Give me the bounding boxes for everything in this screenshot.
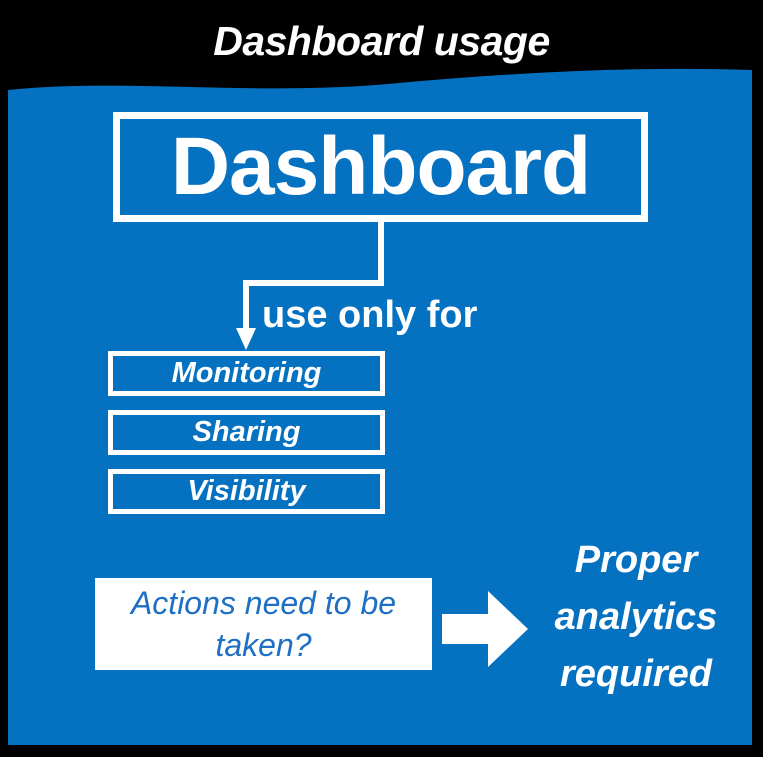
title-bar: Dashboard usage — [0, 0, 763, 90]
dashboard-title-box: Dashboard — [113, 112, 648, 222]
blue-content-panel — [8, 60, 752, 745]
usage-item-label: Visibility — [187, 475, 306, 507]
arrow-right-block-icon — [442, 591, 528, 667]
page-title: Dashboard usage — [213, 18, 550, 64]
outcome-text: Proper analytics required — [528, 532, 744, 703]
flow-arrow — [440, 588, 530, 670]
outcome-line: required — [559, 653, 713, 695]
usage-item-visibility: Visibility — [108, 469, 385, 514]
question-line: Actions need to be — [130, 585, 397, 621]
outcome-line: Proper — [574, 539, 698, 581]
connector-stem-horizontal — [243, 280, 384, 286]
connector-arrow — [230, 218, 395, 353]
connector-stem-vertical — [378, 218, 384, 286]
panel-shape — [8, 68, 752, 745]
use-only-for-caption: use only for — [262, 294, 478, 336]
arrow-down-icon — [236, 328, 256, 350]
usage-item-sharing: Sharing — [108, 410, 385, 455]
usage-item-label: Monitoring — [171, 357, 322, 389]
dashboard-label: Dashboard — [170, 121, 591, 212]
usage-item-label: Sharing — [192, 416, 301, 448]
question-box: Actions need to be taken? — [95, 578, 432, 670]
usage-item-monitoring: Monitoring — [108, 351, 385, 396]
connector-stem-drop — [243, 280, 249, 330]
outcome-line: analytics — [554, 596, 718, 638]
question-line: taken? — [215, 627, 312, 663]
